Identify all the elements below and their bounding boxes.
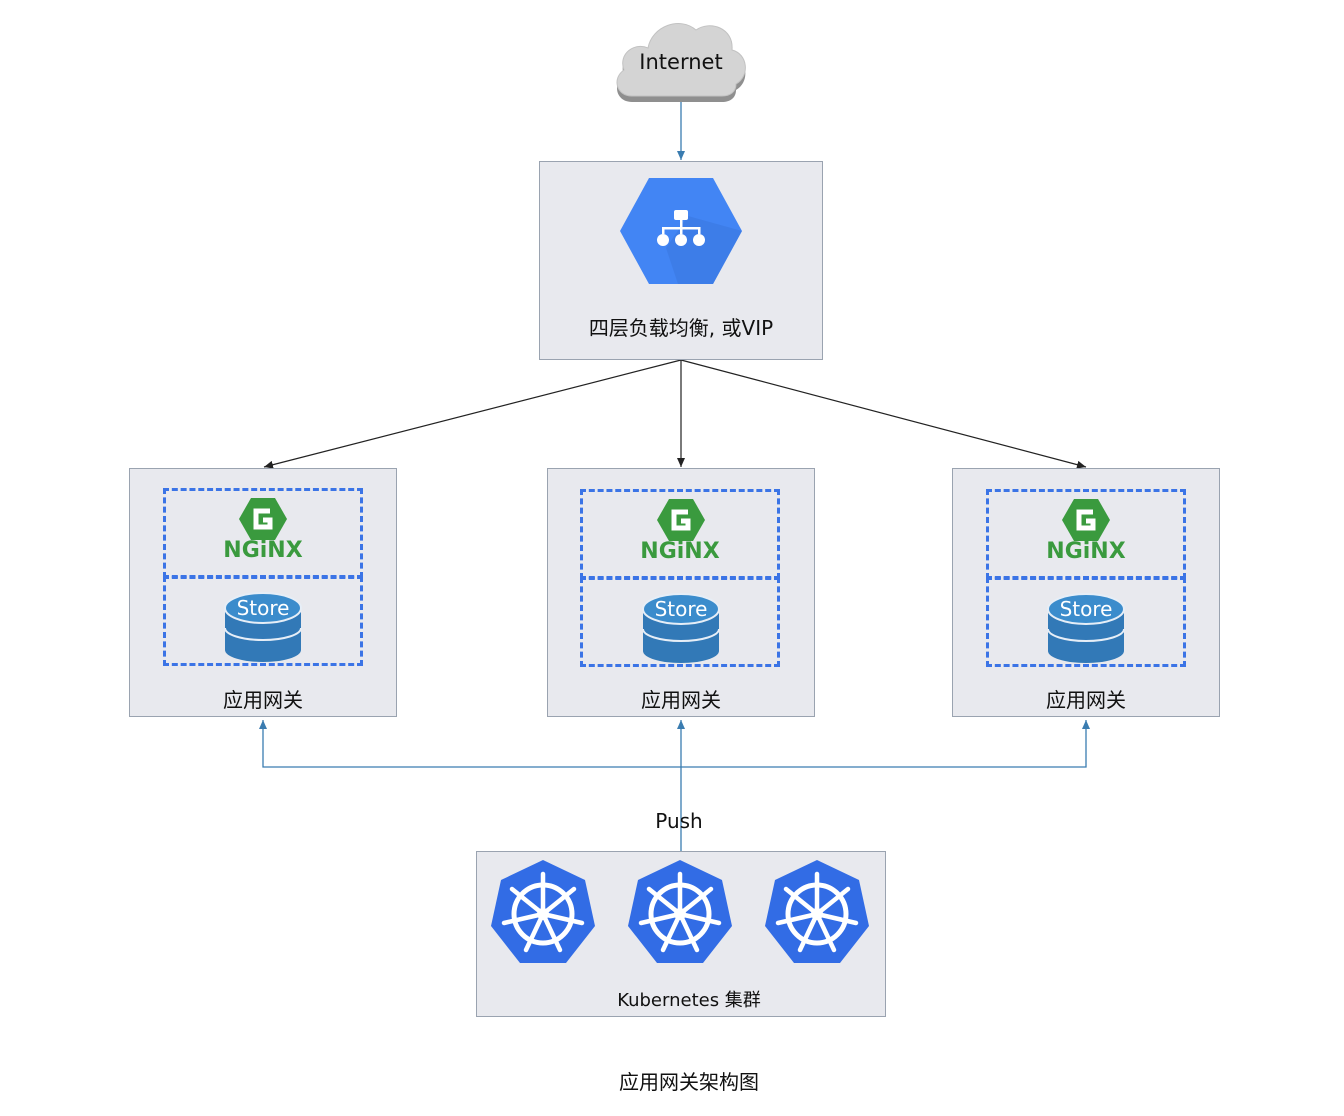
store-label-3: Store (1059, 597, 1113, 621)
nginx-logo-icon (239, 498, 287, 540)
database-icon (642, 593, 720, 663)
nginx-wordmark-2: NGiNX (640, 539, 720, 564)
kubernetes-icon (628, 860, 732, 963)
internet-cloud-icon (616, 23, 746, 102)
push-label: Push (655, 809, 703, 833)
push-line-right (681, 720, 1090, 768)
store-label-2: Store (654, 597, 708, 621)
diagram-caption: 应用网关架构图 (619, 1070, 759, 1094)
nginx-wordmark-1: NGiNX (223, 538, 303, 563)
lb-to-gateway-1-arrow (263, 359, 682, 469)
store-section-3 (986, 577, 1186, 667)
load-balancer-label: 四层负载均衡, 或VIP (588, 316, 774, 340)
database-icon (224, 592, 302, 662)
kubernetes-icon (765, 860, 869, 963)
kubernetes-icon (491, 860, 595, 963)
gateway-label-3: 应用网关 (1046, 688, 1126, 712)
nginx-wordmark-3: NGiNX (1046, 539, 1126, 564)
nginx-logo-icon (1062, 499, 1110, 541)
lb-to-gateway-3-arrow (680, 359, 1087, 469)
nginx-logo-icon (657, 499, 705, 541)
kubernetes-cluster-label: Kubernetes 集群 (617, 990, 761, 1011)
internet-label: Internet (639, 50, 723, 74)
store-label-1: Store (236, 596, 290, 620)
store-section-1 (163, 576, 363, 666)
gateway-label-2: 应用网关 (641, 688, 721, 712)
kubernetes-nodes (476, 851, 886, 976)
push-line-left (259, 720, 681, 768)
gateway-label-1: 应用网关 (223, 688, 303, 712)
load-balancer-icon (620, 178, 742, 284)
database-icon (1047, 593, 1125, 663)
store-section-2 (580, 577, 780, 667)
